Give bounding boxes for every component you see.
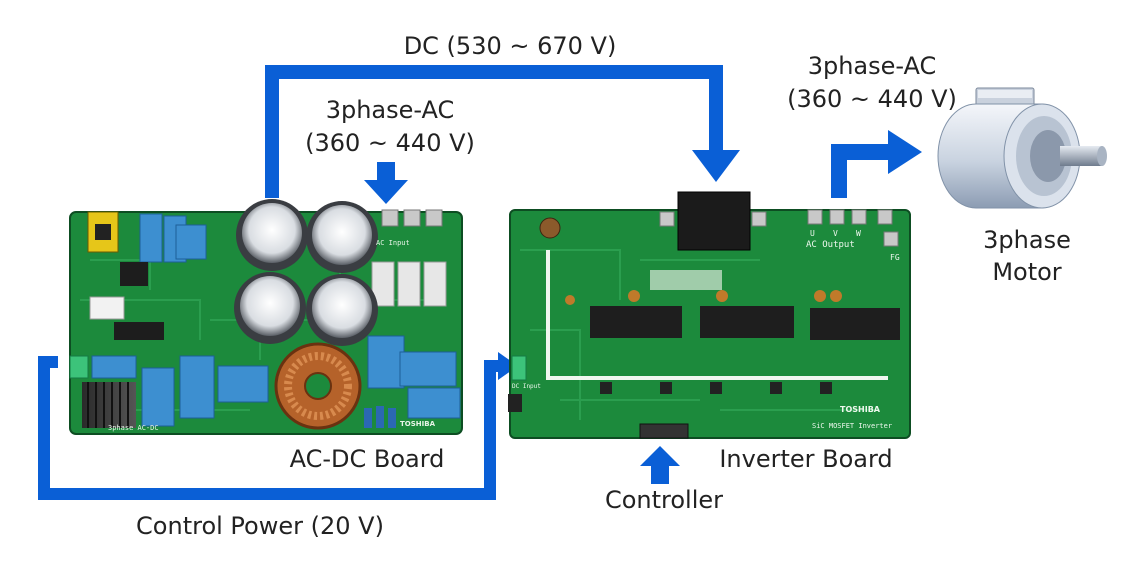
inverter-dc-input-silk: DC Input bbox=[512, 383, 541, 390]
acdc-brand-silk: TOSHIBA bbox=[400, 420, 436, 428]
dc-bus-arrow bbox=[265, 65, 723, 198]
input-ac-arrow bbox=[364, 162, 408, 204]
motor-label-line2: Motor bbox=[992, 258, 1062, 286]
inverter-ac-output-silk: AC Output bbox=[806, 240, 855, 250]
inverter-phase-u: U bbox=[810, 229, 815, 238]
acdc-silkscreen-label: 3phase AC-DC bbox=[108, 424, 159, 432]
inverter-phase-w: W bbox=[856, 229, 861, 238]
control-power-arrow bbox=[38, 352, 518, 500]
controller-label: Controller bbox=[604, 486, 724, 514]
input-ac-label-line1: 3phase-AC bbox=[325, 96, 455, 124]
output-ac-label-line1: 3phase-AC bbox=[807, 52, 937, 80]
acdc-board-label: AC-DC Board bbox=[289, 445, 445, 473]
inverter-brand-silk: TOSHIBA bbox=[840, 405, 881, 414]
inverter-fg-silk: FG bbox=[890, 253, 900, 262]
output-ac-arrow bbox=[831, 130, 922, 198]
motor-label-line1: 3phase bbox=[983, 226, 1071, 254]
output-ac-label-line2: (360 ~ 440 V) bbox=[787, 85, 957, 113]
control-power-label: Control Power (20 V) bbox=[136, 512, 384, 540]
acdc-board-image bbox=[69, 199, 463, 435]
dc-bus-label: DC (530 ~ 670 V) bbox=[403, 32, 617, 60]
dc-bus-arrow-head bbox=[692, 150, 740, 182]
controller-arrow bbox=[640, 446, 680, 484]
motor-image bbox=[937, 87, 1107, 209]
inverter-phase-v: V bbox=[833, 229, 838, 238]
inverter-board-label: Inverter Board bbox=[719, 445, 893, 473]
acdc-input-silk: AC Input bbox=[376, 239, 410, 247]
inverter-board-image bbox=[508, 191, 911, 439]
input-ac-label-line2: (360 ~ 440 V) bbox=[305, 129, 475, 157]
inverter-silkscreen-label: SiC MOSFET Inverter bbox=[812, 422, 892, 430]
